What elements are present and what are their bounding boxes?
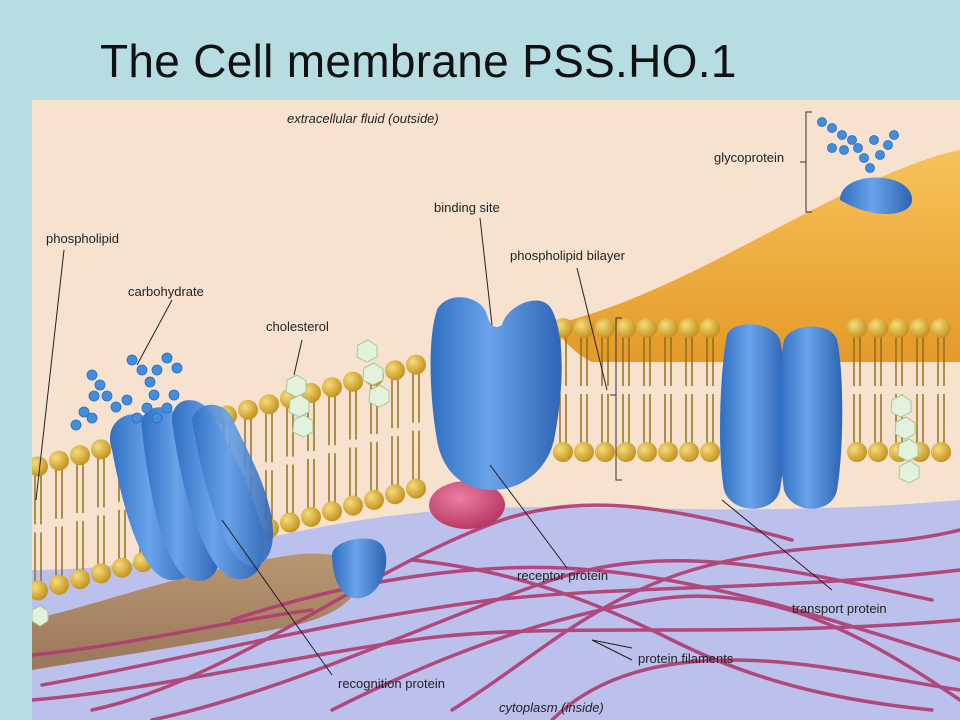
phospholipid-head <box>49 574 69 595</box>
cholesterol-molecule <box>32 339 920 627</box>
phospholipid-head <box>553 442 573 462</box>
phospholipid-head <box>931 442 951 462</box>
phospholipid-head <box>700 442 720 462</box>
phospholipid-head <box>301 506 321 527</box>
phospholipid-head <box>910 318 930 338</box>
phospholipid-head <box>679 318 699 338</box>
glycoprotein <box>817 117 912 214</box>
label-extracellular: extracellular fluid (outside) <box>287 111 439 126</box>
phospholipid-head <box>385 360 405 381</box>
phospholipid-head <box>70 569 90 590</box>
phospholipid-head <box>280 512 300 533</box>
phospholipid-head <box>91 439 111 460</box>
peripheral-protein <box>429 481 505 529</box>
phospholipid-head <box>385 484 405 505</box>
phospholipid-head <box>700 318 720 338</box>
label-phospholipid-bilayer: phospholipid bilayer <box>510 248 626 263</box>
phospholipid-head <box>112 557 132 578</box>
label-receptor-protein: receptor protein <box>517 568 608 583</box>
phospholipid-head <box>238 399 258 420</box>
inner-membrane-layer <box>32 553 362 670</box>
carbohydrate <box>70 352 183 431</box>
label-cholesterol: cholesterol <box>266 319 329 334</box>
recognition-protein <box>110 400 387 599</box>
phospholipid-head <box>679 442 699 462</box>
phospholipid-head <box>70 445 90 466</box>
phospholipid-head <box>637 318 657 338</box>
phospholipid-head <box>889 318 909 338</box>
phospholipid-head <box>322 377 342 398</box>
phospholipid-head <box>847 442 867 462</box>
transport-protein <box>720 324 843 509</box>
phospholipid-head <box>847 318 867 338</box>
label-glycoprotein: glycoprotein <box>714 150 784 165</box>
phospholipid-head <box>343 495 363 516</box>
label-carbohydrate: carbohydrate <box>128 284 204 299</box>
phospholipid-head <box>91 563 111 584</box>
label-protein-filaments: protein filaments <box>638 651 734 666</box>
phospholipid-head <box>322 501 342 522</box>
bilayer-bracket <box>610 317 622 481</box>
phospholipid-head <box>868 442 888 462</box>
phospholipid-head <box>32 580 48 601</box>
slide-title: The Cell membrane PSS.HO.1 <box>100 35 737 87</box>
receptor-protein <box>430 297 562 490</box>
phospholipid-head <box>406 354 426 375</box>
label-transport-protein: transport protein <box>792 601 887 616</box>
phospholipid-head <box>364 489 384 510</box>
protein-filaments <box>32 503 960 720</box>
phospholipid-head <box>406 478 426 499</box>
label-phospholipid: phospholipid <box>46 231 119 246</box>
phospholipid-head <box>616 442 636 462</box>
phospholipid-head <box>637 442 657 462</box>
label-recognition-protein: recognition protein <box>338 676 445 691</box>
phospholipid-head <box>658 442 678 462</box>
phospholipid-head <box>595 318 615 338</box>
phospholipid-head <box>343 371 363 392</box>
label-binding-site: binding site <box>434 200 500 215</box>
phospholipid-head <box>868 318 888 338</box>
phospholipid-head <box>574 318 594 338</box>
phospholipid-head <box>49 450 69 471</box>
phospholipid-head <box>931 318 951 338</box>
phospholipid-head <box>574 442 594 462</box>
leader-lines <box>35 217 833 676</box>
phospholipid-head <box>616 318 636 338</box>
phospholipid-head <box>595 442 615 462</box>
phospholipid-head <box>259 394 279 415</box>
cell-membrane-diagram: extracellular fluid (outside) glycoprote… <box>32 100 960 720</box>
phospholipid-head <box>658 318 678 338</box>
glycoprotein-bracket <box>800 111 812 213</box>
label-cytoplasm: cytoplasm (inside) <box>499 700 604 715</box>
